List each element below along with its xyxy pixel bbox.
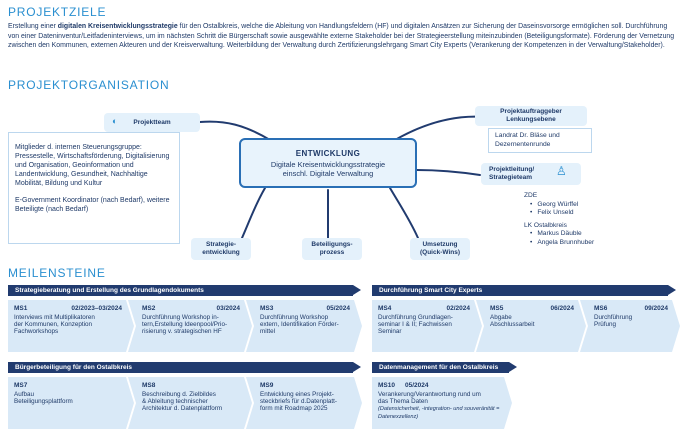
entwicklung-line1: Digitale Kreisentwicklungsstrategie [270, 160, 386, 169]
projektteam-label: ◐ Projektteam [104, 113, 200, 132]
group-lightbulb-icon: ♙ [556, 164, 567, 178]
section-heading-projektorganisation: PROJEKTORGANISATION [8, 78, 170, 92]
umsetzung-label: Umsetzung(Quick-Wins) [410, 238, 470, 260]
projektleitung-label: Projektleitung/ Strategieteam [481, 163, 581, 185]
entwicklung-line2: einschl. Digitale Verwaltung [282, 169, 374, 178]
projektziele-text: Erstellung einer digitalen Kreisentwickl… [8, 23, 675, 50]
milestone-ms7: MS7 Aufbau Beteiligungsplattform [8, 377, 134, 429]
phase-bar-smart-city: Durchführung Smart City Experts [372, 285, 676, 296]
milestone-ms8: MS8 Beschreibung d. Zielbildes & Ableitu… [128, 377, 252, 429]
lenkungsebene-label: Projektauftraggeber Lenkungsebene [475, 106, 587, 126]
phase-bar-buergerbeteiligung: Bürgerbeteiligung für den Ostalbkreis [8, 362, 361, 373]
list-item: Markus Däuble [530, 230, 610, 239]
list-item: Angela Brunnhuber [530, 239, 610, 248]
milestone-ms9: MS9 Entwicklung eines Projekt- steckbrie… [246, 377, 362, 429]
section-heading-meilensteine: MEILENSTEINE [8, 266, 106, 280]
lenkungsebene-panel: Landrat Dr. Bläse und Dezernentenrunde [488, 128, 592, 153]
list-item: Felix Unseld [530, 209, 610, 218]
projektteam-panel: Mitglieder d. internen Steuerungsgruppe:… [8, 132, 180, 244]
projektleitung-panel: ZDE Georg Würffel Felix Unseld LK Ostalb… [518, 188, 616, 266]
entwicklung-title: ENTWICKLUNG [295, 149, 361, 158]
phase-bar-datenmanagement: Datenmanagement für den Ostalbkreis [372, 362, 517, 373]
projektteam-members: Pressestelle, Wirtschaftsförderung, Digi… [15, 153, 170, 187]
strategieentwicklung-label: Strategie-entwicklung [191, 238, 251, 260]
phase-bar-strategieberatung: Strategieberatung und Erstellung des Gru… [8, 285, 361, 296]
entwicklung-box: ENTWICKLUNG Digitale Kreisentwicklungsst… [239, 138, 417, 188]
projektteam-extra: E-Government Koordinator (nach Bedarf), … [15, 197, 170, 213]
list-item: Georg Würffel [530, 201, 610, 210]
chat-bubbles-icon: ◐ [112, 116, 118, 126]
projektteam-intro: Mitglieder d. internen Steuerungsgruppe: [15, 144, 142, 151]
beteiligungsprozess-label: Beteiligungs-prozess [302, 238, 362, 260]
section-heading-projektziele: PROJEKTZIELE [8, 5, 107, 19]
